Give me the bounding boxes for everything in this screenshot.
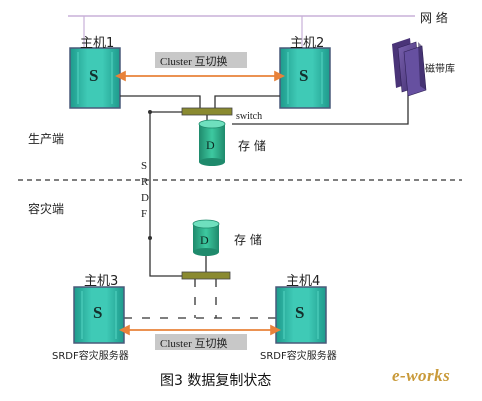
dr-site-label: 容灾端	[28, 202, 65, 216]
switch-top	[181, 107, 233, 116]
cluster-label-box-bottom	[155, 334, 247, 350]
host-switch-links	[120, 95, 280, 108]
srdf-letter-d: D	[141, 192, 149, 204]
host-3-letter: S	[93, 303, 103, 322]
host-1-letter: S	[89, 66, 99, 85]
network-line	[68, 15, 415, 48]
host-4-title: 主机4	[286, 274, 321, 289]
tape-link	[232, 88, 409, 125]
tape-library-label: 磁带库	[425, 64, 455, 75]
switch-bottom	[181, 271, 231, 280]
host-1	[69, 47, 121, 109]
cluster-label-box-top	[155, 52, 247, 68]
tape-library-icon	[392, 38, 427, 97]
host-2-title: 主机2	[290, 36, 325, 51]
srdf-letter-r: R	[141, 176, 149, 188]
host-4-letter: S	[295, 303, 305, 322]
cluster-label-bottom: Cluster 互切换	[160, 338, 228, 350]
production-site-label: 生产端	[28, 132, 65, 146]
storage-cylinder-bottom	[192, 219, 220, 256]
srdf-server-left-label: SRDF容灾服务器	[52, 351, 129, 362]
switch-label: switch	[236, 111, 263, 122]
host-2-letter: S	[299, 66, 309, 85]
storage-top-letter: D	[206, 138, 215, 152]
host-1-title: 主机1	[80, 36, 115, 51]
host-3	[73, 286, 125, 344]
cluster-label-top: Cluster 互切换	[160, 56, 228, 68]
storage-top-label: 存 储	[238, 139, 266, 153]
storage-cylinder-top	[198, 119, 226, 166]
watermark-logo: e-works	[392, 366, 451, 385]
host-3-title: 主机3	[84, 274, 119, 289]
network-label: 网 络	[420, 11, 448, 25]
srdf-letter-f: F	[141, 208, 148, 220]
dr-host-links	[124, 279, 276, 319]
srdf-letter-s: S	[141, 160, 148, 172]
storage-bottom-label: 存 储	[234, 233, 262, 247]
srdf-link	[149, 111, 182, 277]
figure-caption: 图3 数据复制状态	[160, 373, 272, 389]
host-4	[275, 286, 327, 344]
srdf-server-right-label: SRDF容灾服务器	[260, 351, 337, 362]
storage-bottom-letter: D	[200, 233, 209, 247]
